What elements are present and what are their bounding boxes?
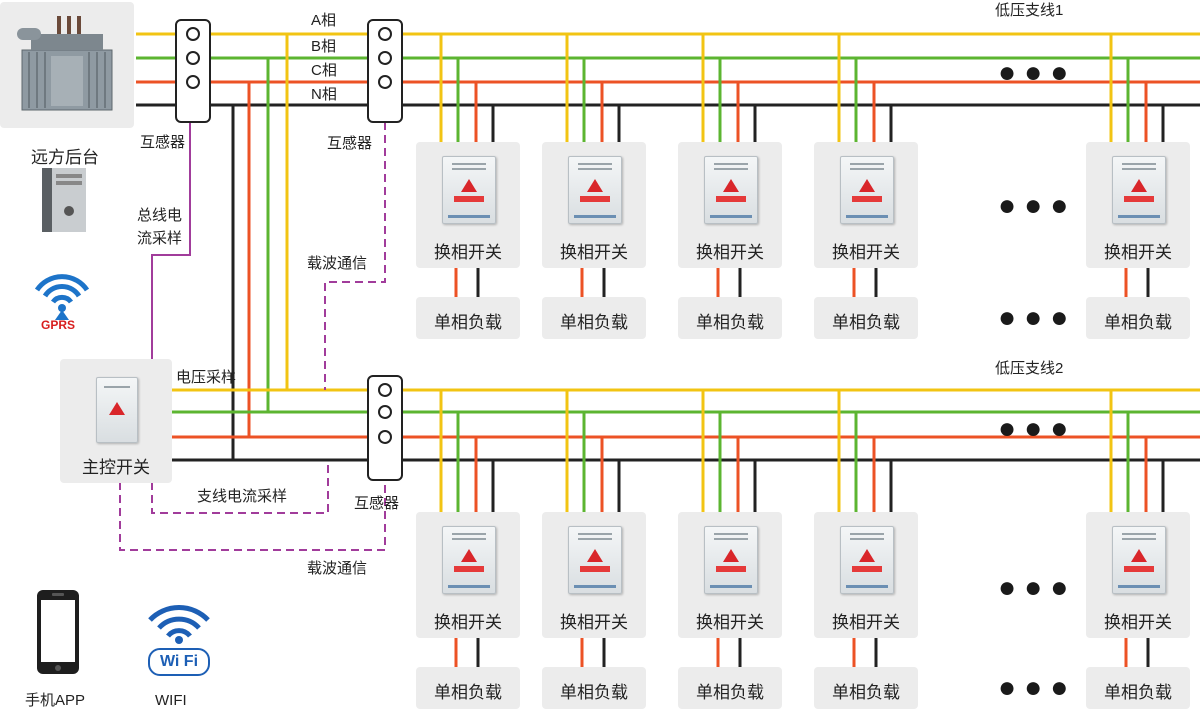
single-phase-load-label: 单相负载 [832, 683, 900, 702]
phase-switch-branch1-3: 换相开关 [678, 142, 782, 268]
phase-switch-cabinet [1112, 156, 1166, 224]
single-phase-load-branch2-2: 单相负载 [542, 667, 646, 709]
phase-switch-branch2-5: 换相开关 [1086, 512, 1190, 638]
phase-switch-label: 换相开关 [434, 613, 502, 632]
phase-switch-label: 换相开关 [560, 613, 628, 632]
single-phase-load-branch2-1: 单相负载 [416, 667, 520, 709]
phase-switch-cabinet [840, 156, 894, 224]
phase-b-label: B相 [311, 38, 337, 55]
main-switch-cabinet [96, 377, 138, 443]
phase-switch-cabinet [568, 156, 622, 224]
voltage-sampling-label: 电压采样 [176, 369, 237, 386]
single-phase-load-branch2-4: 单相负载 [814, 667, 918, 709]
bus-current-sampling-label: 总线电流采样 [137, 207, 183, 247]
branch2-label: 低压支线2 [995, 360, 1064, 377]
single-phase-load-label: 单相负载 [696, 683, 764, 702]
branch-current-sampling-dashed [151, 460, 329, 514]
single-phase-load-label: 单相负载 [434, 313, 502, 332]
phone-icon [37, 590, 79, 674]
load-connections [454, 268, 1150, 667]
phone-label: 手机APP [25, 692, 86, 709]
branch1-bus-ellipsis: ●●● [998, 56, 1077, 89]
phase-switch-cabinet [568, 526, 622, 594]
single-phase-load-branch1-3: 单相负载 [678, 297, 782, 339]
phase-switch-branch1-4: 换相开关 [814, 142, 918, 268]
phase-switch-label: 换相开关 [832, 243, 900, 262]
ct-top-left [175, 19, 211, 123]
carrier-comm-dashed-1 [324, 122, 386, 390]
branch2-bus-ellipsis: ●●● [998, 412, 1077, 445]
phase-switch-label: 换相开关 [696, 613, 764, 632]
ct-top-right-label: 互感器 [327, 135, 373, 152]
carrier-comm-dashed-2 [119, 480, 386, 551]
bus-current-sampling-line [151, 122, 191, 360]
single-phase-load-label: 单相负载 [434, 683, 502, 702]
transformer-icon [17, 16, 113, 111]
single-phase-load-label: 单相负载 [560, 313, 628, 332]
ct-top-left-label: 互感器 [140, 134, 186, 151]
single-phase-load-label: 单相负载 [560, 683, 628, 702]
phase-c-label: C相 [311, 62, 337, 79]
branch1-label: 低压支线1 [995, 2, 1064, 19]
phase-switch-cabinet [442, 526, 496, 594]
branch2-load-ellipsis: ●●● [998, 671, 1077, 704]
branch2-switch-ellipsis: ●●● [998, 571, 1077, 604]
server-icon [42, 168, 86, 232]
phase-switch-label: 换相开关 [1104, 613, 1172, 632]
phase-switch-branch1-5: 换相开关 [1086, 142, 1190, 268]
single-phase-load-label: 单相负载 [696, 313, 764, 332]
gprs-label: GPRS [41, 318, 76, 332]
transformer-box [0, 2, 134, 128]
phase-switch-cabinet [442, 156, 496, 224]
ct-top-right [367, 19, 403, 123]
phase-switch-cabinet [840, 526, 894, 594]
single-phase-load-label: 单相负载 [1104, 683, 1172, 702]
phase-n-label: N相 [311, 86, 337, 103]
ct-branch2 [367, 375, 403, 481]
wifi-label: WIFI [155, 692, 187, 709]
main-switch-box: 主控开关 [60, 359, 172, 483]
phase-switch-branch2-1: 换相开关 [416, 512, 520, 638]
phase-switch-cabinet [1112, 526, 1166, 594]
single-phase-load-branch1-5: 单相负载 [1086, 297, 1190, 339]
single-phase-load-branch2-3: 单相负载 [678, 667, 782, 709]
wifi-logo-text: Wi Fi [159, 653, 199, 670]
phase-a-label: A相 [311, 12, 337, 29]
gprs-signal-icon [34, 274, 90, 320]
main-switch-label: 主控开关 [82, 458, 150, 477]
phase-switch-label: 换相开关 [832, 613, 900, 632]
single-phase-load-label: 单相负载 [1104, 313, 1172, 332]
branch1-switch-ellipsis: ●●● [998, 189, 1077, 222]
phase-switch-cabinet [704, 156, 758, 224]
single-phase-load-branch2-5: 单相负载 [1086, 667, 1190, 709]
branch1-drops [439, 34, 1165, 142]
phase-switch-branch2-4: 换相开关 [814, 512, 918, 638]
phase-switch-label: 换相开关 [434, 243, 502, 262]
branch1-load-ellipsis: ●●● [998, 301, 1077, 334]
phase-switch-branch2-3: 换相开关 [678, 512, 782, 638]
carrier-comm-label-1: 载波通信 [307, 255, 368, 272]
single-phase-load-branch1-4: 单相负载 [814, 297, 918, 339]
transformer-caption: 远方后台 [31, 148, 99, 167]
branch2-drops [439, 390, 1165, 512]
wifi-logo: Wi Fi [148, 648, 210, 676]
phase-switch-branch1-1: 换相开关 [416, 142, 520, 268]
phase-switch-label: 换相开关 [1104, 243, 1172, 262]
phase-switch-label: 换相开关 [696, 243, 764, 262]
phase-switch-label: 换相开关 [560, 243, 628, 262]
phase-switch-branch1-2: 换相开关 [542, 142, 646, 268]
single-phase-load-label: 单相负载 [832, 313, 900, 332]
phase-switch-cabinet [704, 526, 758, 594]
ct-branch2-label: 互感器 [354, 495, 400, 512]
branch-current-sampling-label: 支线电流采样 [197, 488, 288, 505]
single-phase-load-branch1-2: 单相负载 [542, 297, 646, 339]
carrier-comm-label-2: 载波通信 [307, 560, 368, 577]
single-phase-load-branch1-1: 单相负载 [416, 297, 520, 339]
phase-switch-branch2-2: 换相开关 [542, 512, 646, 638]
wifi-icon [148, 605, 210, 644]
